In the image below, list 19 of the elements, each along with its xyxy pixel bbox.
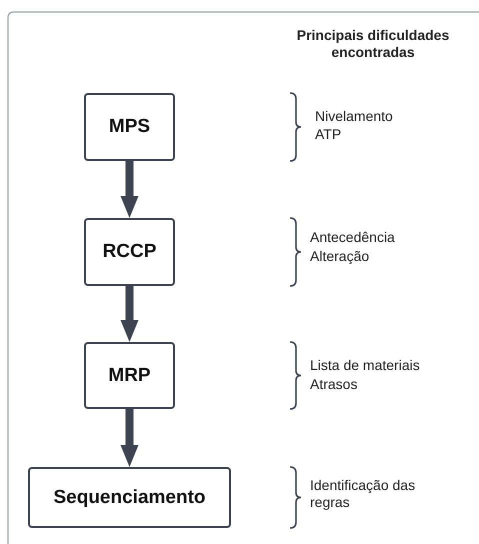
difficulty-text: Identificação das regras — [310, 477, 416, 511]
box-label: MRP — [108, 364, 151, 386]
difficulty-text: Alteração — [310, 248, 370, 265]
arrow — [120, 409, 138, 467]
difficulty-text: Antecedência — [310, 229, 396, 246]
column-heading: Principais dificuldades encontradas — [296, 27, 450, 61]
box-label: RCCP — [102, 241, 156, 263]
box-label: Sequenciamento — [53, 486, 206, 508]
arrow — [120, 286, 138, 342]
process-box — [84, 342, 175, 409]
difficulty-text: ATP — [315, 126, 342, 143]
difficulty-text: Lista de materiais — [310, 357, 421, 374]
process-box — [28, 467, 231, 528]
process-box — [84, 93, 175, 161]
box-label: MPS — [108, 116, 150, 138]
process-box — [84, 218, 175, 286]
difficulty-text: Nivelamento — [315, 108, 394, 125]
arrow — [120, 161, 138, 218]
difficulty-text: Atrasos — [310, 376, 358, 393]
